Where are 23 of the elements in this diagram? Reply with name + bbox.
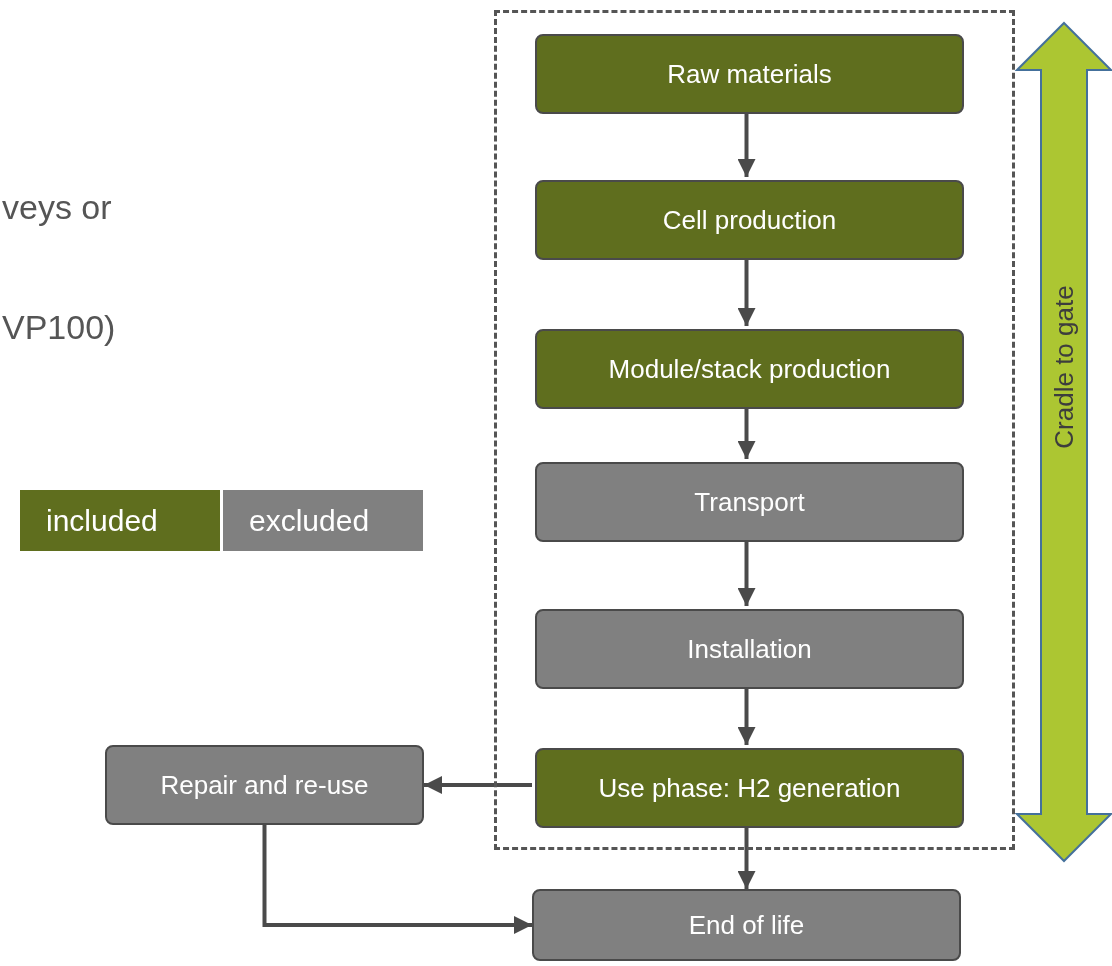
process-box: Raw materials: [535, 34, 964, 114]
arrow: [737, 825, 756, 889]
arrow: [424, 776, 532, 794]
text-fragment: veys or: [2, 188, 112, 227]
arrow: [737, 686, 756, 745]
arrow: [737, 257, 756, 326]
process-box: Repair and re-use: [105, 745, 424, 825]
arrow: [737, 539, 756, 606]
process-box: Cell production: [535, 180, 964, 260]
process-box: End of life: [532, 889, 961, 961]
process-box: Installation: [535, 609, 964, 689]
legend-label: excluded: [249, 503, 370, 538]
process-box: Use phase: H2 generation: [535, 748, 964, 828]
arrow: [737, 111, 756, 177]
double-arrow-band: [1016, 22, 1112, 862]
process-box: Transport: [535, 462, 964, 542]
arrow: [737, 406, 756, 459]
legend-label: included: [46, 503, 158, 538]
dashed-boundary: [494, 10, 1015, 850]
arrow: [262, 825, 532, 934]
text-fragment: VP100): [2, 308, 116, 347]
band-label: Cradle to gate: [1048, 285, 1080, 449]
process-box: Module/stack production: [535, 329, 964, 409]
